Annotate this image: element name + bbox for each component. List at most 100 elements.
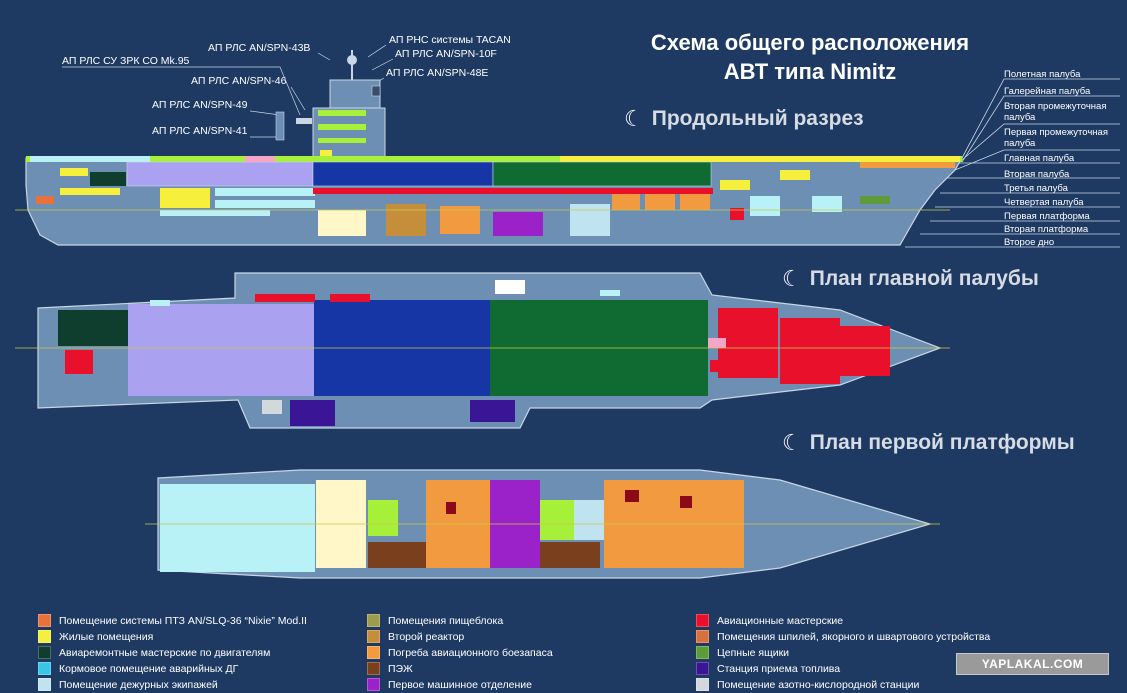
- second-reactor: [386, 204, 426, 236]
- main-deck-plan: [15, 272, 950, 429]
- title-line-1: Схема общего расположения: [650, 30, 970, 55]
- section-title-first-platform-text: План первой платформы: [809, 431, 1075, 454]
- aviation-workshop: [65, 350, 93, 374]
- section-title-main-deck-text: План главной палубы: [809, 267, 1039, 290]
- title-line-2: АВТ типа Nimitz: [723, 59, 897, 84]
- pink-room: [708, 338, 726, 348]
- legend-item: Помещения пищеблока: [367, 614, 503, 627]
- antenna-label-spn48e: АП РЛС AN/SPN-48E: [386, 67, 489, 79]
- engine-shop: [58, 310, 128, 346]
- deck-label-fourth: Четвертая палуба: [1004, 197, 1084, 208]
- living-room: [60, 168, 88, 176]
- deck-label-second: Вторая палуба: [1004, 169, 1070, 180]
- legend-item: Первое машинное отделение: [367, 678, 532, 691]
- deck-label-flight: Полетная палуба: [1004, 69, 1081, 80]
- antenna-label-spn43b: АП РЛС AN/SPN-43B: [208, 42, 311, 54]
- legend-swatch: [696, 662, 709, 675]
- antenna-label-spn41: АП РЛС AN/SPN-41: [152, 125, 248, 137]
- legend-label: Помещение азотно-кислородной станции: [717, 678, 920, 691]
- aviation-workshop: [730, 208, 744, 220]
- living-room: [60, 188, 120, 195]
- crescent-icon: ☾: [782, 266, 802, 291]
- legend-label: ПЭЖ: [388, 662, 413, 675]
- section-title-longitudinal: ☾ Продольный разрез: [624, 106, 864, 132]
- white-room: [495, 280, 525, 294]
- cream-room: [318, 210, 366, 236]
- hangar-mid: [312, 161, 494, 187]
- living-room: [160, 188, 210, 196]
- hangar-fwd: [492, 161, 712, 187]
- flight-deck-strip: [26, 156, 962, 162]
- cyan-room: [574, 500, 604, 540]
- legend-swatch: [367, 646, 380, 659]
- cyan-room: [160, 484, 315, 572]
- legend-item: Помещения шпилей, якорного и швартового …: [696, 630, 990, 643]
- antenna-label-spn10f: АП РЛС AN/SPN-10F: [395, 48, 497, 60]
- deck-label-second-platform: Вторая платформа: [1004, 224, 1089, 235]
- cyan-room: [600, 290, 620, 296]
- radar-antenna: [371, 85, 381, 97]
- legend-label: Погреба авиационного боезапаса: [388, 646, 553, 659]
- legend-item: Погреба авиационного боезапаса: [367, 646, 553, 659]
- cyan-room: [150, 300, 170, 306]
- hangar-aft: [128, 304, 314, 396]
- living-room: [720, 180, 750, 190]
- legend-swatch: [696, 646, 709, 659]
- legend: Помещение системы ПТЗ AN/SLQ-36 “Nixie” …: [0, 610, 1127, 693]
- cyan-room: [812, 196, 842, 212]
- cyan-room: [160, 210, 270, 216]
- legend-swatch: [696, 678, 709, 691]
- legend-item: Второй реактор: [367, 630, 464, 643]
- section-title-first-platform: ☾ План первой платформы: [782, 430, 1075, 456]
- tacan-dome: [347, 55, 357, 65]
- legend-label: Цепные ящики: [717, 646, 790, 659]
- cyan-room: [570, 204, 610, 236]
- living-room: [780, 170, 810, 180]
- island-room: [320, 150, 332, 156]
- legend-label: Станция приема топлива: [717, 662, 841, 675]
- crescent-icon: ☾: [624, 106, 644, 131]
- ammo-magazine: [612, 194, 640, 210]
- aviation-workshop: [330, 294, 370, 302]
- legend-label: Авиационные мастерские: [717, 614, 844, 627]
- fuel-station: [470, 400, 515, 422]
- deck-label-first-intermediate: Первая промежуточная палуба: [1004, 127, 1108, 149]
- antenna-label-mk95: АП РЛС СУ ЗРК СО Mk.95: [62, 55, 190, 67]
- legend-item: Жилые помещения: [38, 630, 153, 643]
- legend-swatch: [38, 646, 51, 659]
- aviation-workshop: [710, 360, 730, 372]
- legend-item: Авиационные мастерские: [696, 614, 843, 627]
- ammo-magazine: [440, 206, 480, 234]
- legend-swatch: [367, 614, 380, 627]
- legend-item: Помещение азотно-кислородной станции: [696, 678, 919, 691]
- dark-red-room: [680, 496, 692, 508]
- dark-red-room: [446, 502, 456, 514]
- legend-item: Цепные ящики: [696, 646, 789, 659]
- legend-item: Авиаремонтные мастерские по двигателям: [38, 646, 270, 659]
- nitrogen-station: [262, 400, 282, 414]
- first-engine-room: [493, 212, 543, 236]
- section-title-longitudinal-text: Продольный разрез: [651, 107, 864, 130]
- cyan-room: [750, 196, 780, 216]
- aviation-workshop: [493, 188, 713, 194]
- legend-item: Помещение системы ПТЗ AN/SLQ-36 “Nixie” …: [38, 614, 307, 627]
- legend-item: ПЭЖ: [367, 662, 413, 675]
- aviation-workshop: [840, 326, 890, 376]
- ecc-room: [540, 542, 600, 568]
- deck-label-second-intermediate: Вторая промежуточная палуба: [1004, 101, 1107, 123]
- legend-label: Авиаремонтные мастерские по двигателям: [59, 646, 271, 659]
- aviation-workshop: [255, 294, 315, 302]
- cyan-room: [215, 188, 315, 196]
- ammo-magazine: [680, 194, 710, 210]
- legend-label: Второй реактор: [388, 630, 465, 643]
- legend-item: Кормовое помещение аварийных ДГ: [38, 662, 238, 675]
- lime-room: [540, 500, 574, 540]
- legend-label: Помещение системы ПТЗ AN/SLQ-36 “Nixie” …: [59, 614, 307, 627]
- legend-item: Станция приема топлива: [696, 662, 840, 675]
- deck-label-double-bottom: Второе дно: [1004, 237, 1055, 248]
- cyan-room: [215, 200, 315, 208]
- island-upper: [329, 79, 381, 109]
- hangar-aft: [126, 161, 314, 187]
- aviation-workshop: [780, 318, 840, 384]
